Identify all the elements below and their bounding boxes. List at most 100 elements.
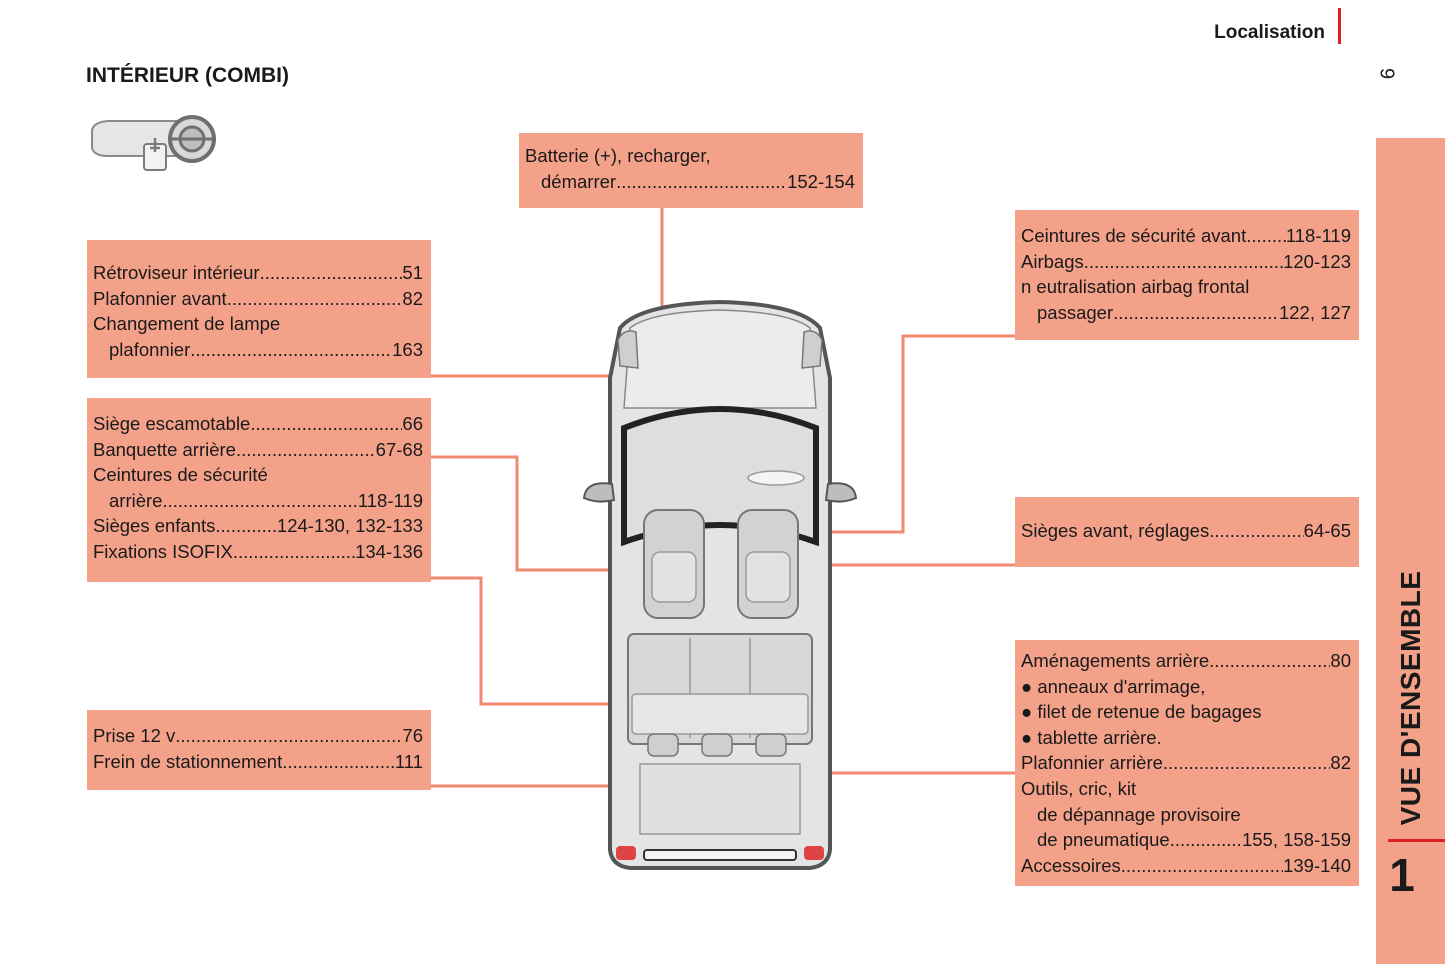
dot-leader [227, 286, 403, 312]
index-entry: Rétroviseur intérieur 51 [93, 260, 423, 286]
index-entry: Batterie (+), recharger, [525, 143, 855, 169]
index-entry: Fixations ISOFIX134-136 [93, 539, 423, 565]
entry-label: Plafonnier arrière [1021, 752, 1163, 774]
vehicle-top-view [580, 298, 860, 877]
entry-label: Outils, cric, kit [1021, 777, 1137, 799]
entry-label: plafonnier [109, 338, 191, 360]
index-entry: Sièges avant, réglages64-65 [1021, 518, 1351, 544]
page-reference: 139-140 [1283, 854, 1351, 876]
dot-leader [215, 513, 277, 539]
index-entry: Accessoires 139-140 [1021, 853, 1351, 879]
entry-label: Frein de stationnement [93, 750, 283, 772]
index-entry: Ceintures de sécurité [93, 462, 423, 488]
entry-label: Aménagements arrière [1021, 650, 1210, 671]
index-entry: Prise 12 v 76 [93, 723, 423, 749]
battery-box: Batterie (+), recharger, démarrer152-154 [519, 133, 863, 208]
entry-label: Prise 12 v [93, 725, 176, 746]
index-entry: ● filet de retenue de bagages [1021, 699, 1351, 725]
index-entry: passager 122, 127 [1021, 300, 1351, 326]
index-entry: démarrer152-154 [525, 169, 855, 195]
section-header: Localisation [1214, 22, 1325, 43]
page-reference: 67-68 [375, 438, 423, 460]
page-reference: 152-154 [787, 170, 855, 192]
entry-label: ● tablette arrière. [1021, 726, 1162, 748]
entry-label: de pneumatique [1037, 829, 1170, 851]
index-entry: Ceintures de sécurité avant 118-119 [1021, 223, 1351, 249]
page-reference: 66 [402, 413, 423, 434]
page-reference: 111 [394, 750, 423, 772]
page-reference: 120-123 [1283, 250, 1351, 272]
entry-label: Batterie (+), recharger, [525, 145, 711, 166]
entry-label: Ceintures de sécurité [93, 464, 268, 486]
index-entry: Aménagements arrière 80 [1021, 648, 1351, 674]
index-entry: ● anneaux d'arrimage, [1021, 674, 1351, 700]
dot-leader [1163, 750, 1331, 776]
entry-label: Accessoires [1021, 854, 1121, 876]
page-reference: 51 [402, 262, 423, 283]
index-entry: Sièges enfants 124-130, 132-133 [93, 513, 423, 539]
dot-leader [250, 411, 402, 437]
front-seats-box: Sièges avant, réglages64-65 [1015, 497, 1359, 567]
chapter-tab[interactable] [1376, 138, 1445, 964]
front-belts-box: Ceintures de sécurité avant 118-119Airba… [1015, 210, 1359, 340]
index-entry: Frein de stationnement 111 [93, 749, 423, 775]
dot-leader [282, 749, 395, 775]
index-entry: Plafonnier arrière 82 [1021, 750, 1351, 776]
rear-fittings-box: Aménagements arrière 80 ● anneaux d'arrima… [1015, 640, 1359, 886]
entry-label: Sièges avant, réglages [1021, 520, 1210, 541]
index-entry: plafonnier 163 [93, 337, 423, 363]
dot-leader [1084, 249, 1283, 275]
dot-leader [190, 337, 392, 363]
index-entry: n eutralisation airbag frontal [1021, 274, 1351, 300]
page-title: INTÉRIEUR (COMBI) [86, 64, 289, 87]
page-reference: 82 [1330, 752, 1351, 774]
dot-leader [1121, 853, 1283, 879]
entry-label: de dépannage provisoire [1037, 803, 1241, 825]
page-reference: 163 [392, 338, 423, 360]
dashboard-interior-icon [88, 112, 220, 179]
page-reference: 76 [402, 725, 423, 746]
index-entry: Changement de lampe [93, 311, 423, 337]
entry-label: ● filet de retenue de bagages [1021, 701, 1262, 723]
dot-leader [1209, 518, 1303, 544]
chapter-number: 1 [1389, 849, 1415, 901]
index-entry: arrière118-119 [93, 488, 423, 514]
page-reference: 122, 127 [1278, 301, 1351, 323]
entry-label: passager [1037, 301, 1114, 323]
entry-label: Rétroviseur intérieur [93, 262, 260, 283]
index-entry: de pneumatique 155, 158-159 [1021, 827, 1351, 853]
page-reference: 118-119 [1285, 225, 1351, 246]
entry-label: Fixations ISOFIX [93, 540, 233, 562]
index-entry: ● tablette arrière. [1021, 725, 1351, 751]
index-entry: Plafonnier avant 82 [93, 286, 423, 312]
chapter-tab-divider [1388, 839, 1445, 842]
page-reference: 82 [402, 287, 423, 309]
entry-label: Sièges enfants [93, 515, 216, 537]
entry-label: Ceintures de sécurité avant [1021, 225, 1247, 246]
header-divider [1338, 8, 1341, 44]
dot-leader [1113, 300, 1279, 326]
dot-leader [162, 488, 357, 514]
entry-label: Plafonnier avant [93, 287, 227, 309]
page-reference: 155, 158-159 [1241, 829, 1351, 851]
page-reference: 80 [1330, 650, 1351, 671]
page-reference: 124-130, 132-133 [276, 515, 423, 537]
dot-leader [260, 260, 403, 286]
entry-label: n eutralisation airbag frontal [1021, 276, 1250, 298]
entry-label: Banquette arrière [93, 438, 236, 460]
index-entry: Siège escamotable 66 [93, 411, 423, 437]
dot-leader [1209, 648, 1330, 674]
dot-leader [236, 437, 376, 463]
entry-label: ● anneaux d'arrimage, [1021, 675, 1206, 697]
entry-label: Siège escamotable [93, 413, 251, 434]
dot-leader [1246, 223, 1286, 249]
index-entry: Banquette arrière 67-68 [93, 437, 423, 463]
dot-leader [233, 539, 355, 565]
entry-label: Changement de lampe [93, 313, 281, 335]
page-reference: 118-119 [357, 489, 423, 511]
dot-leader [175, 723, 402, 749]
dot-leader [616, 169, 787, 195]
